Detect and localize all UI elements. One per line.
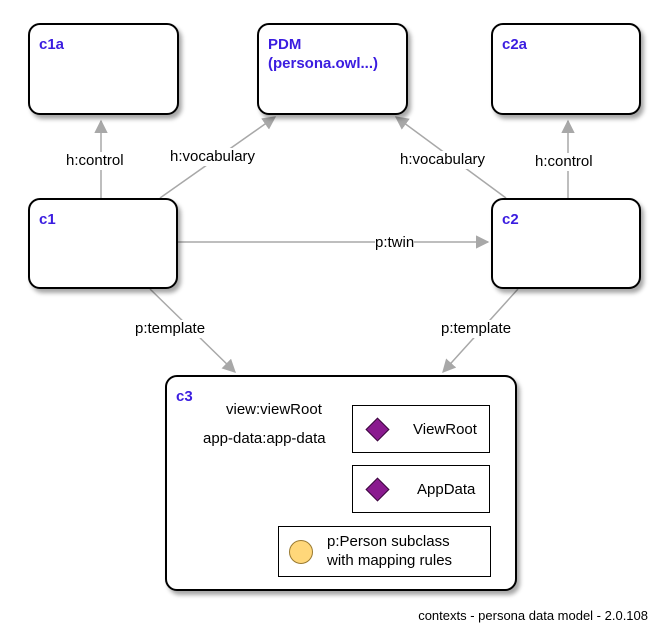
node-c1a[interactable]: c1a	[28, 23, 179, 115]
label-c2-c2a: h:control	[535, 153, 593, 171]
label-c1-pdm: h:vocabulary	[170, 148, 256, 166]
node-c3[interactable]: c3 ViewRoot AppData p:Person subclass wi…	[165, 375, 517, 591]
person-subclass-box[interactable]: p:Person subclass with mapping rules	[278, 526, 491, 577]
node-c2a-title: c2a	[502, 36, 528, 53]
node-c2-title: c2	[502, 211, 519, 228]
label-c1-c1a: h:control	[66, 152, 124, 170]
viewroot-box[interactable]: ViewRoot	[352, 405, 490, 453]
node-c2a[interactable]: c2a	[491, 23, 641, 115]
label-c3-appdata: app-data:app-data	[203, 430, 326, 448]
person-subclass-line1: p:Person subclass	[327, 533, 450, 550]
label-c1-c3: p:template	[135, 320, 206, 338]
person-subclass-line2: with mapping rules	[327, 552, 453, 569]
node-c1-title: c1	[39, 211, 56, 228]
person-circle-icon	[289, 540, 313, 564]
node-c1a-title: c1a	[39, 36, 65, 53]
label-c3-viewroot: view:viewRoot	[226, 401, 322, 419]
diagram-footer: contexts - persona data model - 2.0.108	[418, 608, 648, 623]
node-c3-title: c3	[176, 388, 193, 405]
viewroot-diamond-icon	[365, 417, 390, 442]
node-pdm[interactable]: PDM (persona.owl...)	[257, 23, 408, 115]
label-c2-c3: p:template	[441, 320, 512, 338]
appdata-label: AppData	[417, 481, 476, 498]
node-pdm-title: PDM (persona.owl...)	[268, 36, 379, 72]
appdata-box[interactable]: AppData	[352, 465, 490, 513]
viewroot-label: ViewRoot	[413, 421, 477, 438]
appdata-diamond-icon	[365, 477, 390, 502]
label-c1-c2: p:twin	[375, 234, 415, 252]
label-c2-pdm: h:vocabulary	[400, 151, 486, 169]
node-c1[interactable]: c1	[28, 198, 178, 289]
node-c2[interactable]: c2	[491, 198, 641, 289]
